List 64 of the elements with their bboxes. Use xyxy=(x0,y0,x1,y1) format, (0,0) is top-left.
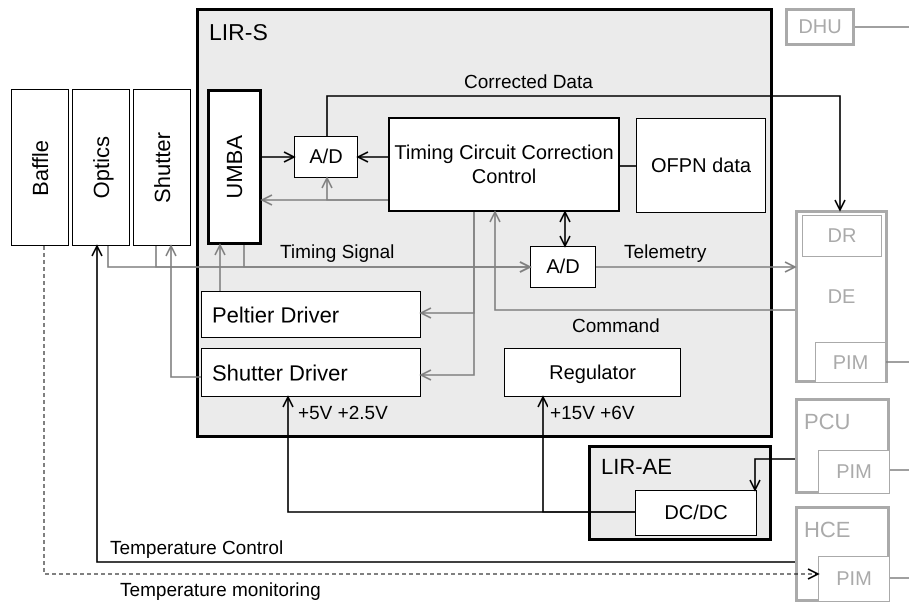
circuit-box xyxy=(388,117,620,212)
module-box xyxy=(818,450,890,494)
unit-box xyxy=(795,398,890,494)
box-label: PIM xyxy=(835,567,873,591)
arrow xyxy=(537,396,635,513)
component-box xyxy=(11,89,69,246)
component-box xyxy=(133,89,191,246)
arrow xyxy=(326,95,846,211)
driver-box xyxy=(201,291,421,338)
arrow xyxy=(165,245,201,378)
system-boundary xyxy=(196,8,773,438)
box-label: Optics xyxy=(88,136,114,199)
driver-box xyxy=(201,348,421,397)
box-label: Regulator xyxy=(548,360,637,384)
connector-line xyxy=(890,577,909,579)
box-label: HCE xyxy=(804,516,850,544)
arrow xyxy=(357,151,388,163)
unit-box xyxy=(795,506,890,602)
box-label: PIM xyxy=(835,460,873,484)
arrow xyxy=(559,211,571,247)
arrow xyxy=(321,177,388,201)
box-label: Peltier Driver xyxy=(212,301,340,329)
box-label: PIM xyxy=(832,350,870,374)
arrow xyxy=(420,212,475,381)
unit-box xyxy=(795,210,888,383)
module-box xyxy=(802,215,882,257)
box-label: DE xyxy=(826,284,856,308)
box-label: Timing Circuit Correction Control xyxy=(393,140,615,188)
module-box xyxy=(815,342,886,383)
arrow xyxy=(596,261,796,273)
box-label: LIR-S xyxy=(209,18,268,47)
converter-box xyxy=(635,490,757,536)
box-label: DR xyxy=(826,224,858,248)
connector-line xyxy=(855,26,909,28)
electronics-box xyxy=(588,445,772,541)
arrow xyxy=(214,244,226,291)
box-label: Baffle xyxy=(26,140,54,196)
box-label: DC/DC xyxy=(663,501,729,525)
box-label: Shutter xyxy=(148,132,176,203)
box-label: A/D xyxy=(545,255,581,279)
data-box xyxy=(636,118,766,213)
box-label: Shutter Driver xyxy=(212,359,348,387)
box-label: UMBA xyxy=(221,135,248,199)
regulator-box xyxy=(504,348,681,397)
box-label: A/D xyxy=(308,145,344,169)
box-label: PCU xyxy=(804,408,850,436)
connector-line xyxy=(620,165,636,167)
component-box xyxy=(72,89,130,246)
box-label: LIR-AE xyxy=(601,453,672,481)
arrow xyxy=(489,211,795,311)
connector-line xyxy=(890,469,909,471)
module-box xyxy=(818,556,890,602)
unit-box xyxy=(785,8,855,46)
connector-line xyxy=(886,361,909,363)
converter-box xyxy=(294,136,358,178)
arrow xyxy=(243,245,531,273)
component-box xyxy=(207,89,262,245)
arrow xyxy=(749,458,795,491)
converter-box xyxy=(530,246,596,288)
arrow xyxy=(262,151,295,163)
box-label: OFPN data xyxy=(650,154,752,178)
edge-label: Timing Signal xyxy=(278,242,396,264)
edge-label: Telemetry xyxy=(622,242,708,264)
box-label: DHU xyxy=(797,15,843,39)
